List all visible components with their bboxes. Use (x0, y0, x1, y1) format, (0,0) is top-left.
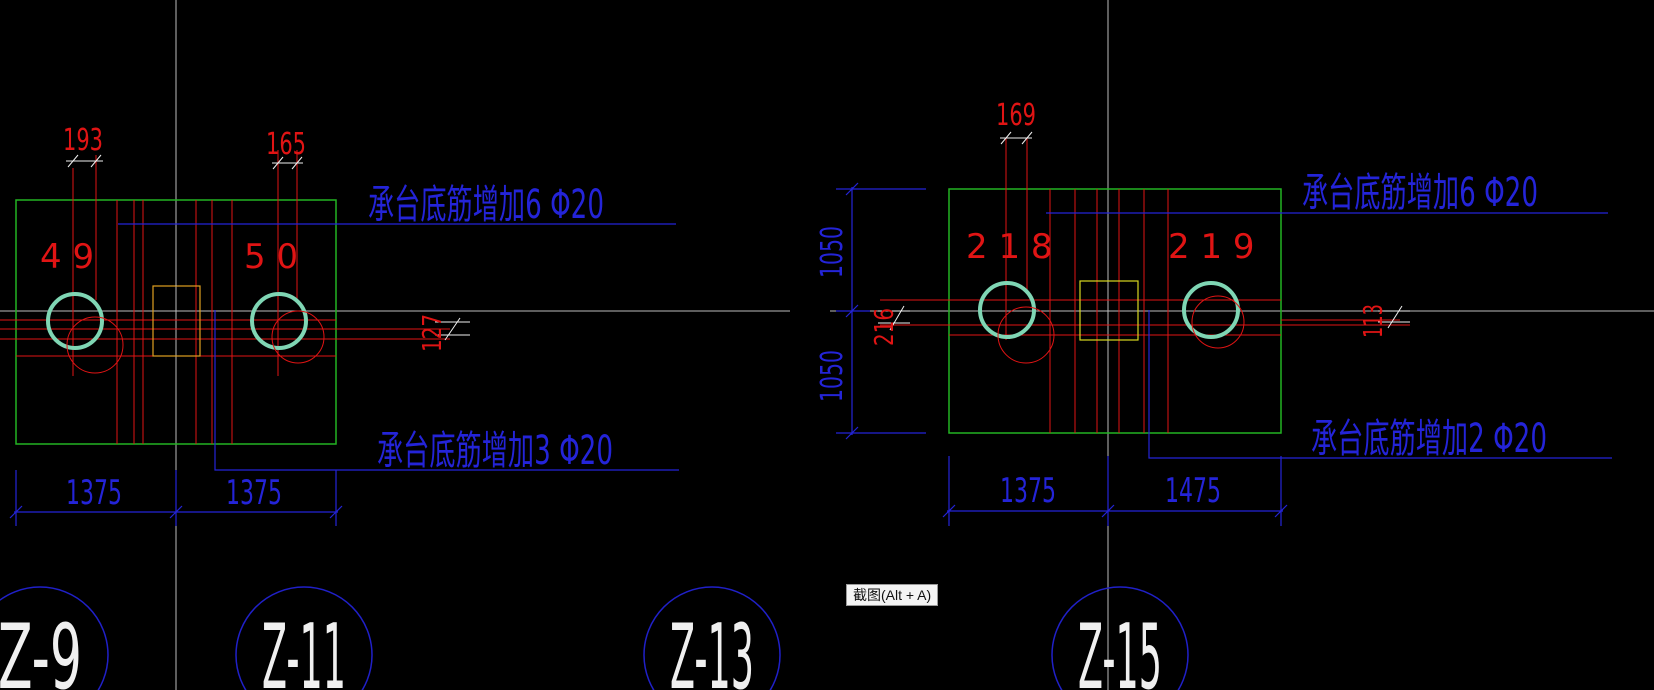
right-dim-left: 1375 (1000, 471, 1056, 511)
right-note-bottom: 承台底筋增加2 Φ20 (1311, 416, 1547, 462)
left-note-top: 承台底筋增加6 Φ20 (368, 182, 604, 228)
grid-bubble-z15: Z-15 (1078, 605, 1162, 690)
grid-bubble-z11: Z-11 (262, 605, 346, 690)
grid-bubble-z11-circle (235, 586, 373, 690)
right-side-dim-left-text: 216 (870, 308, 900, 346)
right-cap-rebars-horizontal (880, 299, 1410, 336)
grid-bubble-z9: Z-9 (0, 605, 82, 690)
pile-219-offset (1191, 295, 1245, 349)
grid-bubble-z13: Z-13 (670, 605, 754, 690)
right-dim-right: 1475 (1165, 471, 1221, 511)
left-annotation-leaders (118, 223, 679, 471)
left-cap-rebars-vertical (72, 150, 298, 444)
pile-49[interactable] (46, 292, 104, 350)
right-vert-dim-top: 1050 (815, 226, 850, 278)
left-pile-number-49: 4 9 (40, 237, 94, 277)
left-top-spacing-ticks (66, 154, 470, 341)
left-bottom-dimension (9, 470, 343, 526)
pile-49-offset (66, 316, 124, 374)
left-note-bottom: 承台底筋增加3 Φ20 (377, 428, 613, 474)
right-note-top: 承台底筋增加6 Φ20 (1302, 170, 1538, 216)
pile-50-offset (271, 310, 325, 364)
left-dim-left: 1375 (66, 473, 122, 513)
grid-bubble-z15-circle (1051, 586, 1189, 690)
pile-218-offset (997, 306, 1055, 364)
right-vertical-dimension (836, 182, 926, 440)
right-pile-number-219: 2 1 9 (1168, 227, 1255, 267)
right-cap-outline (948, 188, 1282, 434)
right-annotation-leaders (1046, 212, 1612, 459)
right-vert-dim-bottom: 1050 (815, 350, 850, 402)
right-side-dim-right-text: 113 (1359, 304, 1389, 338)
screenshot-tooltip: 截图(Alt + A) (846, 584, 939, 606)
grid-bubble-z9-circle (0, 586, 109, 690)
left-top-spacing-right-text: 165 (266, 127, 306, 162)
right-pile-cap[interactable]: 169 2 1 8 2 1 9 216 113 1050 1050 (815, 98, 1612, 526)
left-top-spacing-text: 193 (63, 123, 103, 158)
left-cap-outline (15, 199, 337, 445)
left-pile-number-50: 5 0 (244, 237, 298, 277)
right-top-spacing-text: 169 (996, 98, 1036, 133)
right-pile-number-218: 2 1 8 (966, 227, 1053, 267)
grid-bubbles: Z-9 Z-11 Z-13 Z-15 (0, 586, 1189, 690)
grid-bubble-z13-circle (643, 586, 781, 690)
right-top-spacing-ticks (878, 131, 1410, 331)
right-bottom-dimension (942, 456, 1288, 526)
pile-50[interactable] (250, 292, 308, 350)
right-column (1079, 280, 1139, 341)
pile-219[interactable] (1182, 281, 1240, 339)
pile-218[interactable] (978, 281, 1036, 339)
left-pile-cap[interactable]: 193 165 4 9 5 0 127 承台底筋增加6 Φ20 承台底筋增加3 … (0, 123, 679, 526)
left-dim-right: 1375 (226, 473, 282, 513)
left-side-dim-text: 127 (418, 314, 448, 352)
right-cap-rebars-vertical (1005, 138, 1169, 433)
